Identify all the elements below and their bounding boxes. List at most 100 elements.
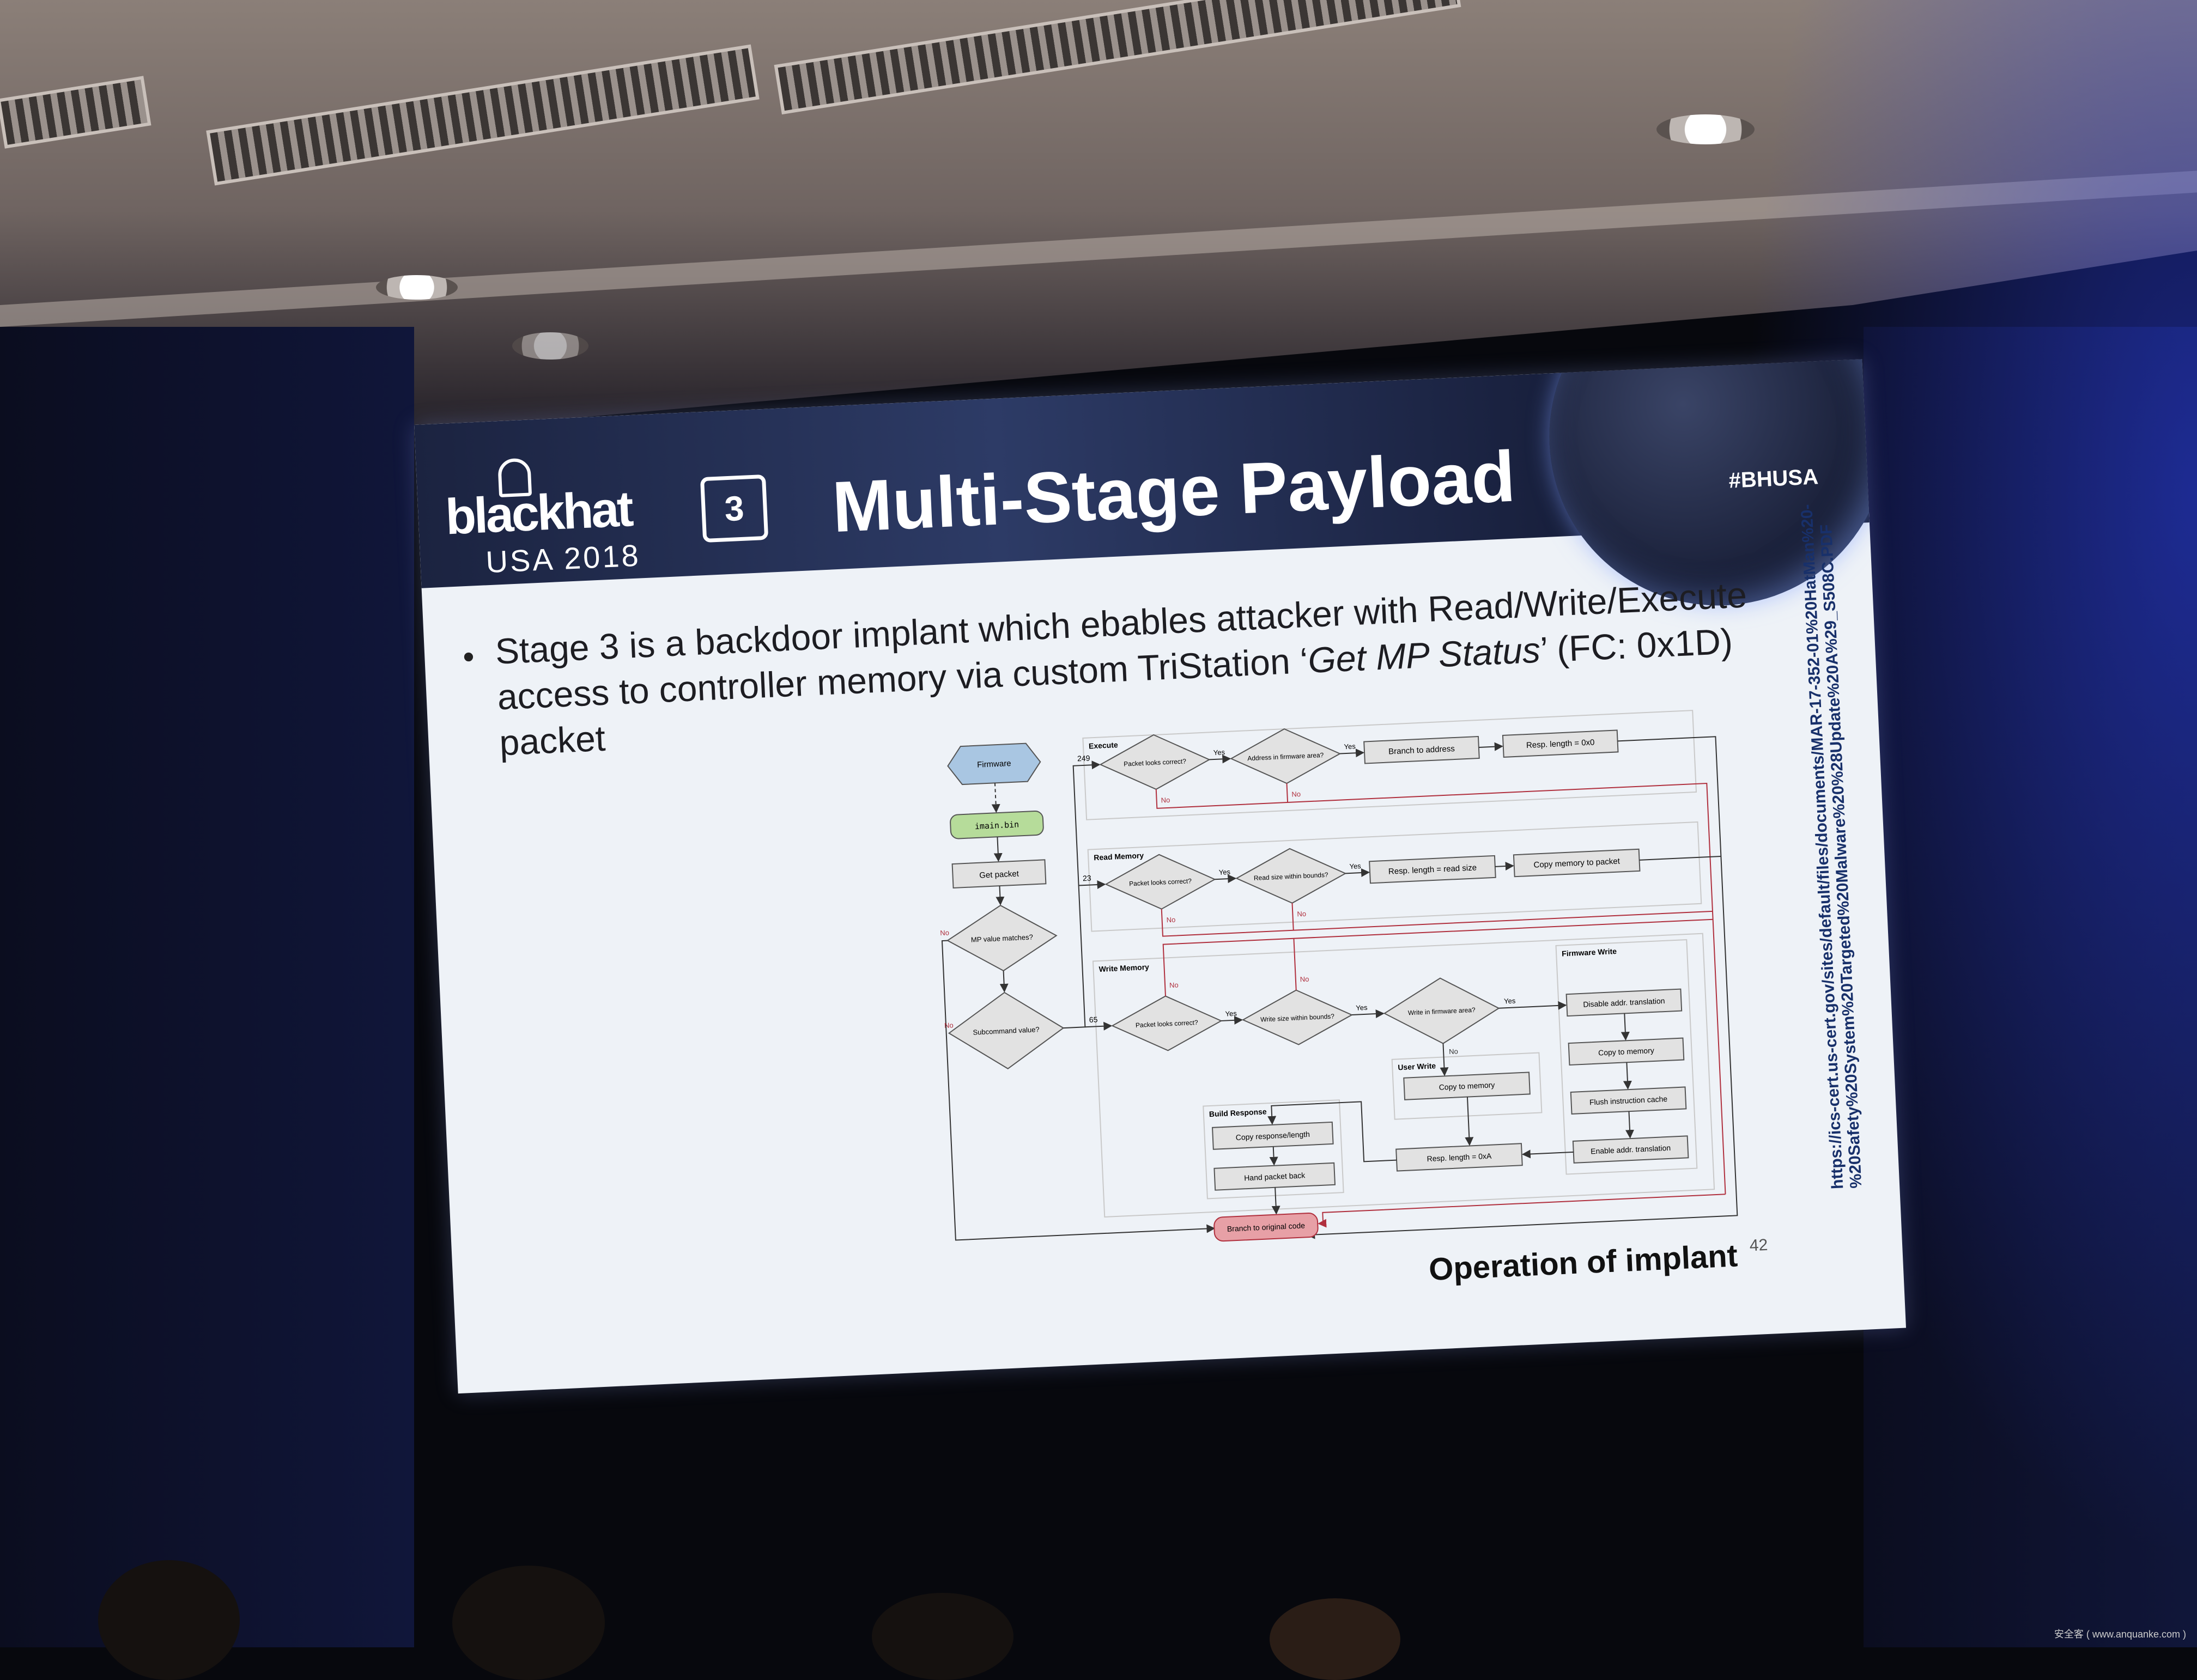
write-check3-text: Write in firmware area? <box>1408 1006 1476 1017</box>
yes-arrow <box>1340 748 1365 758</box>
flow-arrow <box>1521 1149 1574 1159</box>
build-step1-text: Copy response/length <box>1235 1130 1310 1142</box>
yes-label: Yes <box>1344 742 1356 751</box>
no-label: No <box>1166 916 1175 924</box>
fw-step-disable-text: Disable addr. translation <box>1583 996 1665 1009</box>
write-group <box>1092 933 1715 1218</box>
fw-step-enable-text: Enable addr. translation <box>1591 1143 1671 1156</box>
firmware-write-group <box>1555 939 1698 1175</box>
get-packet-text: Get packet <box>979 869 1019 880</box>
audience-head <box>872 1593 1013 1680</box>
user-write-step-text: Copy to memory <box>1439 1080 1495 1092</box>
execute-group <box>1082 710 1697 820</box>
user-write-resp-text: Resp. length = 0xA <box>1427 1152 1492 1163</box>
flow-arrow <box>1623 1062 1632 1090</box>
read-code: 23 <box>1083 873 1091 882</box>
no-return-arrow <box>1291 903 1294 930</box>
yes-label: Yes <box>1356 1003 1368 1012</box>
read-check1-text: Packet looks correct? <box>1129 877 1192 887</box>
implant-flowchart: Execute Read Memory Write Memory Firmwar… <box>940 710 1738 1242</box>
write-check1-text: Packet looks correct? <box>1136 1019 1199 1029</box>
audience-head <box>1270 1598 1400 1680</box>
build-step2-node <box>1213 1162 1336 1191</box>
execute-check2-text: Address in firmware area? <box>1247 751 1324 762</box>
flow-arrow <box>1078 880 1106 889</box>
flow-arrow <box>1625 1111 1634 1139</box>
yes-arrow <box>1498 1001 1567 1010</box>
build-step2-text: Hand packet back <box>1244 1171 1306 1182</box>
write-check1-node <box>1111 995 1223 1051</box>
firmware-start-node <box>947 742 1041 786</box>
no-return-arrow <box>1155 783 1726 1195</box>
no-label: No <box>1169 981 1179 989</box>
write-label: Write Memory <box>1098 963 1149 973</box>
yes-arrow <box>1221 1015 1243 1025</box>
left-wall <box>0 327 414 1647</box>
end-node <box>1213 1213 1319 1242</box>
flow-arrow <box>999 970 1009 993</box>
no-return-arrow <box>1162 918 1713 996</box>
execute-step1-text: Branch to address <box>1388 744 1455 757</box>
yes-label: Yes <box>1218 868 1230 876</box>
write-code: 65 <box>1089 1015 1097 1024</box>
read-label: Read Memory <box>1094 851 1144 862</box>
flow-arrow <box>1440 1043 1449 1076</box>
event-name: USA 2018 <box>485 538 641 580</box>
bullet-icon: • <box>462 638 475 675</box>
no-label: No <box>1300 975 1309 984</box>
source-url: https://ics-cert.us-cert.gov/sites/defau… <box>1798 503 1866 1190</box>
flow-arrow <box>1267 1101 1397 1162</box>
bullet-text-command: Get MP Status <box>1307 629 1541 680</box>
page-number: 42 <box>1749 1235 1768 1255</box>
yes-arrow <box>1209 754 1231 764</box>
read-check2-text: Read size within bounds? <box>1254 871 1329 882</box>
build-response-label: Build Response <box>1209 1107 1267 1118</box>
mp-match-text: MP value matches? <box>971 933 1034 944</box>
ceiling-light <box>512 332 588 360</box>
no-return-arrow <box>1318 1194 1726 1228</box>
watermark: 安全客 ( www.anquanke.com ) <box>2054 1629 2186 1640</box>
yes-arrow <box>1345 868 1370 877</box>
flow-arrow <box>1269 1146 1278 1166</box>
no-return-arrow <box>1286 783 1289 803</box>
no-label: No <box>944 1021 954 1030</box>
no-label: No <box>940 928 949 937</box>
read-check2-node <box>1235 848 1347 904</box>
yes-label: Yes <box>1504 996 1516 1005</box>
slide-title: Multi-Stage Payload <box>830 436 1517 547</box>
flow-arrow <box>1478 742 1503 751</box>
fw-step-flush-text: Flush instruction cache <box>1589 1094 1668 1106</box>
no-return-arrow <box>1293 938 1297 990</box>
audience-head <box>98 1560 240 1680</box>
write-check2-text: Write size within bounds? <box>1260 1012 1335 1023</box>
no-label: No <box>1297 910 1306 918</box>
end-text: Branch to original code <box>1227 1221 1306 1233</box>
read-check1-node <box>1104 854 1216 910</box>
audience-head <box>452 1566 605 1680</box>
user-write-label: User Write <box>1398 1061 1436 1072</box>
yes-label: Yes <box>1213 748 1225 757</box>
flow-arrow <box>1085 1021 1113 1031</box>
no-label: No <box>1161 796 1170 805</box>
read-group <box>1087 821 1702 932</box>
blackhat-logo-text: blackhat <box>444 481 633 545</box>
flow-arrow <box>1271 1187 1280 1215</box>
projection-screen: blackhat USA 2018 3 Multi-Stage Payload … <box>414 359 1907 1394</box>
fw-step-copy-text: Copy to memory <box>1598 1046 1654 1057</box>
flow-arrow <box>1621 1013 1630 1041</box>
yes-arrow <box>1351 1009 1385 1019</box>
return-arrow <box>1639 856 1721 861</box>
yes-label: Yes <box>1225 1009 1237 1018</box>
flow-arrow <box>1063 760 1101 1029</box>
no-return-arrow <box>1161 909 1713 937</box>
no-label: No <box>1449 1047 1458 1056</box>
firmware-start-text: Firmware <box>977 759 1011 770</box>
no-arrow <box>941 940 1216 1241</box>
yes-arrow <box>1215 874 1237 884</box>
fw-step-flush-node <box>1570 1086 1687 1115</box>
flow-arrow <box>996 886 1005 906</box>
flow-arrow <box>1465 1097 1474 1146</box>
flow-arrow <box>991 783 1000 813</box>
execute-step2-text: Resp. length = 0x0 <box>1526 738 1595 750</box>
execute-label: Execute <box>1089 740 1119 750</box>
